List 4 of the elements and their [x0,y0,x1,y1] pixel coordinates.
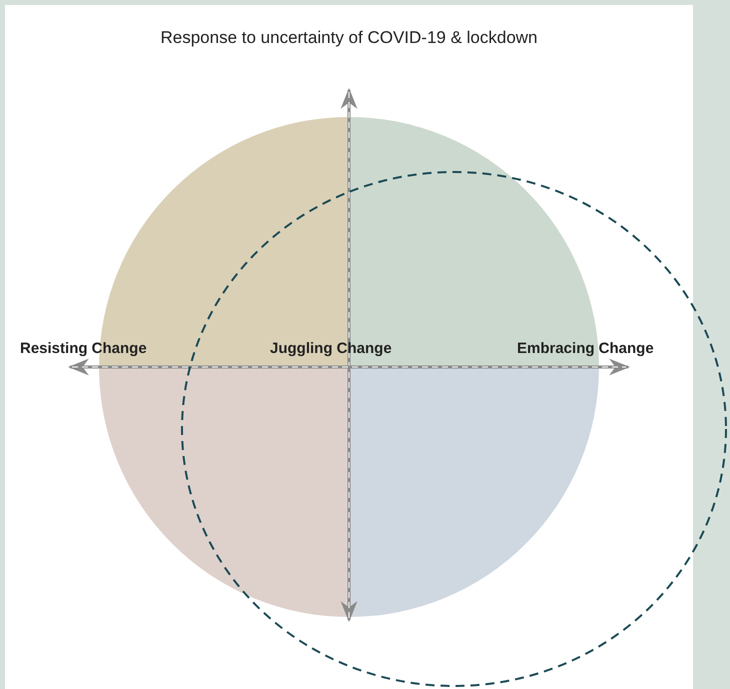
axis-label: Resisting Change [20,340,147,357]
axis-label: Embracing Change [517,340,654,357]
chart-title: Response to uncertainty of COVID-19 & lockdown [159,28,539,48]
axis-label: Juggling Change [270,340,392,357]
